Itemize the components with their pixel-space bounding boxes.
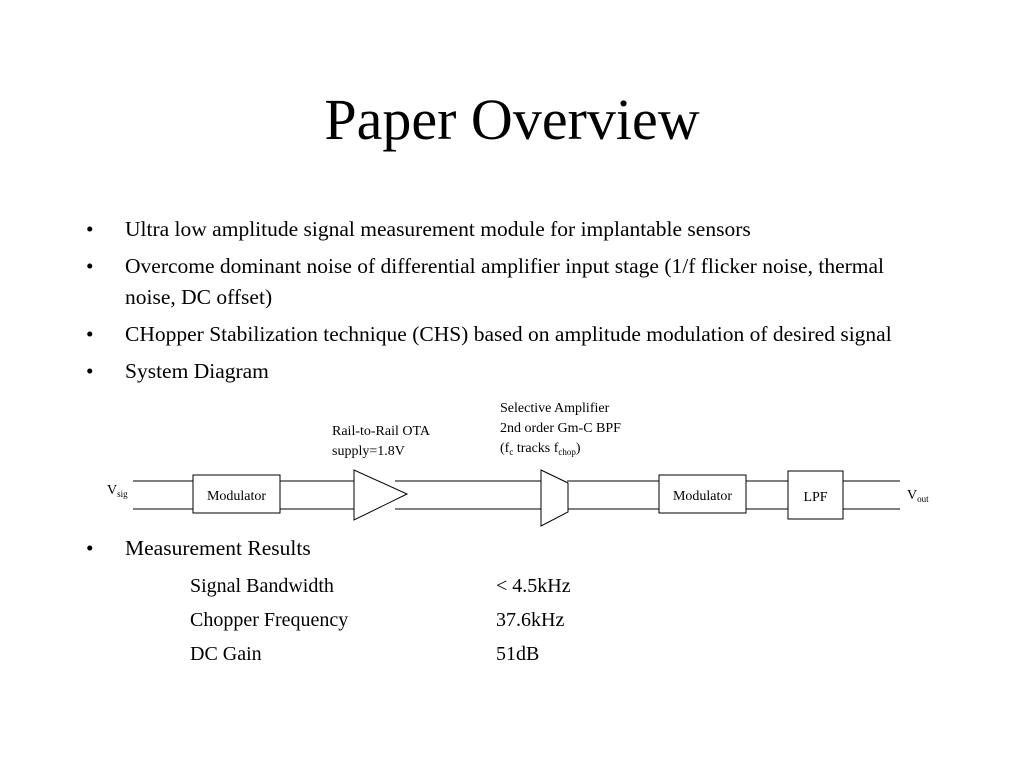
measurement-heading: Measurement Results bbox=[125, 536, 311, 560]
input-label: Vsig bbox=[107, 483, 128, 499]
result-row: Signal Bandwidth < 4.5kHz bbox=[190, 572, 690, 606]
modulator-block-1 bbox=[192, 474, 281, 514]
bpf-annotation-line-1: Selective Amplifier bbox=[500, 401, 610, 416]
bullet-marker: • bbox=[86, 536, 94, 560]
result-row: Chopper Frequency 37.6kHz bbox=[190, 606, 690, 640]
result-label: Signal Bandwidth bbox=[190, 575, 334, 597]
bullet-item: • Overcome dominant noise of differentia… bbox=[86, 251, 916, 313]
bullet-text: CHopper Stabilization technique (CHS) ba… bbox=[125, 322, 892, 346]
bullet-text: System Diagram bbox=[125, 359, 269, 383]
bpf-amplifier-symbol bbox=[540, 469, 569, 527]
result-label: DC Gain bbox=[190, 643, 262, 665]
result-value: 51dB bbox=[496, 643, 540, 665]
bullet-text: Ultra low amplitude signal measurement m… bbox=[125, 217, 751, 241]
modulator-label-1: Modulator bbox=[207, 489, 266, 504]
bullet-text: Overcome dominant noise of differential … bbox=[125, 254, 885, 309]
results-table: Signal Bandwidth < 4.5kHz Chopper Freque… bbox=[190, 572, 690, 674]
lpf-label: LPF bbox=[803, 490, 827, 505]
bullet-item: • Measurement Results bbox=[86, 533, 916, 564]
bpf-annotation-line-2: 2nd order Gm-C BPF bbox=[500, 421, 621, 436]
ota-annotation-line-1: Rail-to-Rail OTA bbox=[332, 424, 431, 439]
bullet-list-results: • Measurement Results bbox=[86, 533, 916, 570]
bpf-annotation-line-3: (fc tracks fchop) bbox=[500, 441, 581, 457]
result-row: DC Gain 51dB bbox=[190, 640, 690, 674]
bullet-list: • Ultra low amplitude signal measurement… bbox=[86, 214, 916, 393]
result-label: Chopper Frequency bbox=[190, 609, 349, 631]
bullet-marker: • bbox=[86, 359, 94, 383]
bullet-item: • System Diagram bbox=[86, 356, 916, 387]
bullet-item: • Ultra low amplitude signal measurement… bbox=[86, 214, 916, 245]
slide-title: Paper Overview bbox=[324, 87, 700, 152]
ota-amplifier-symbol bbox=[353, 469, 409, 521]
bullet-marker: • bbox=[86, 254, 94, 278]
result-value: 37.6kHz bbox=[496, 609, 565, 631]
ota-annotation-line-2: supply=1.8V bbox=[332, 444, 405, 459]
output-label: Vout bbox=[907, 488, 929, 504]
result-value: < 4.5kHz bbox=[496, 575, 571, 597]
bullet-marker: • bbox=[86, 217, 94, 241]
bullet-marker: • bbox=[86, 322, 94, 346]
modulator-label-2: Modulator bbox=[673, 489, 732, 504]
modulator-block-2 bbox=[658, 474, 747, 514]
lpf-block bbox=[787, 470, 844, 520]
bullet-item: • CHopper Stabilization technique (CHS) … bbox=[86, 319, 916, 350]
